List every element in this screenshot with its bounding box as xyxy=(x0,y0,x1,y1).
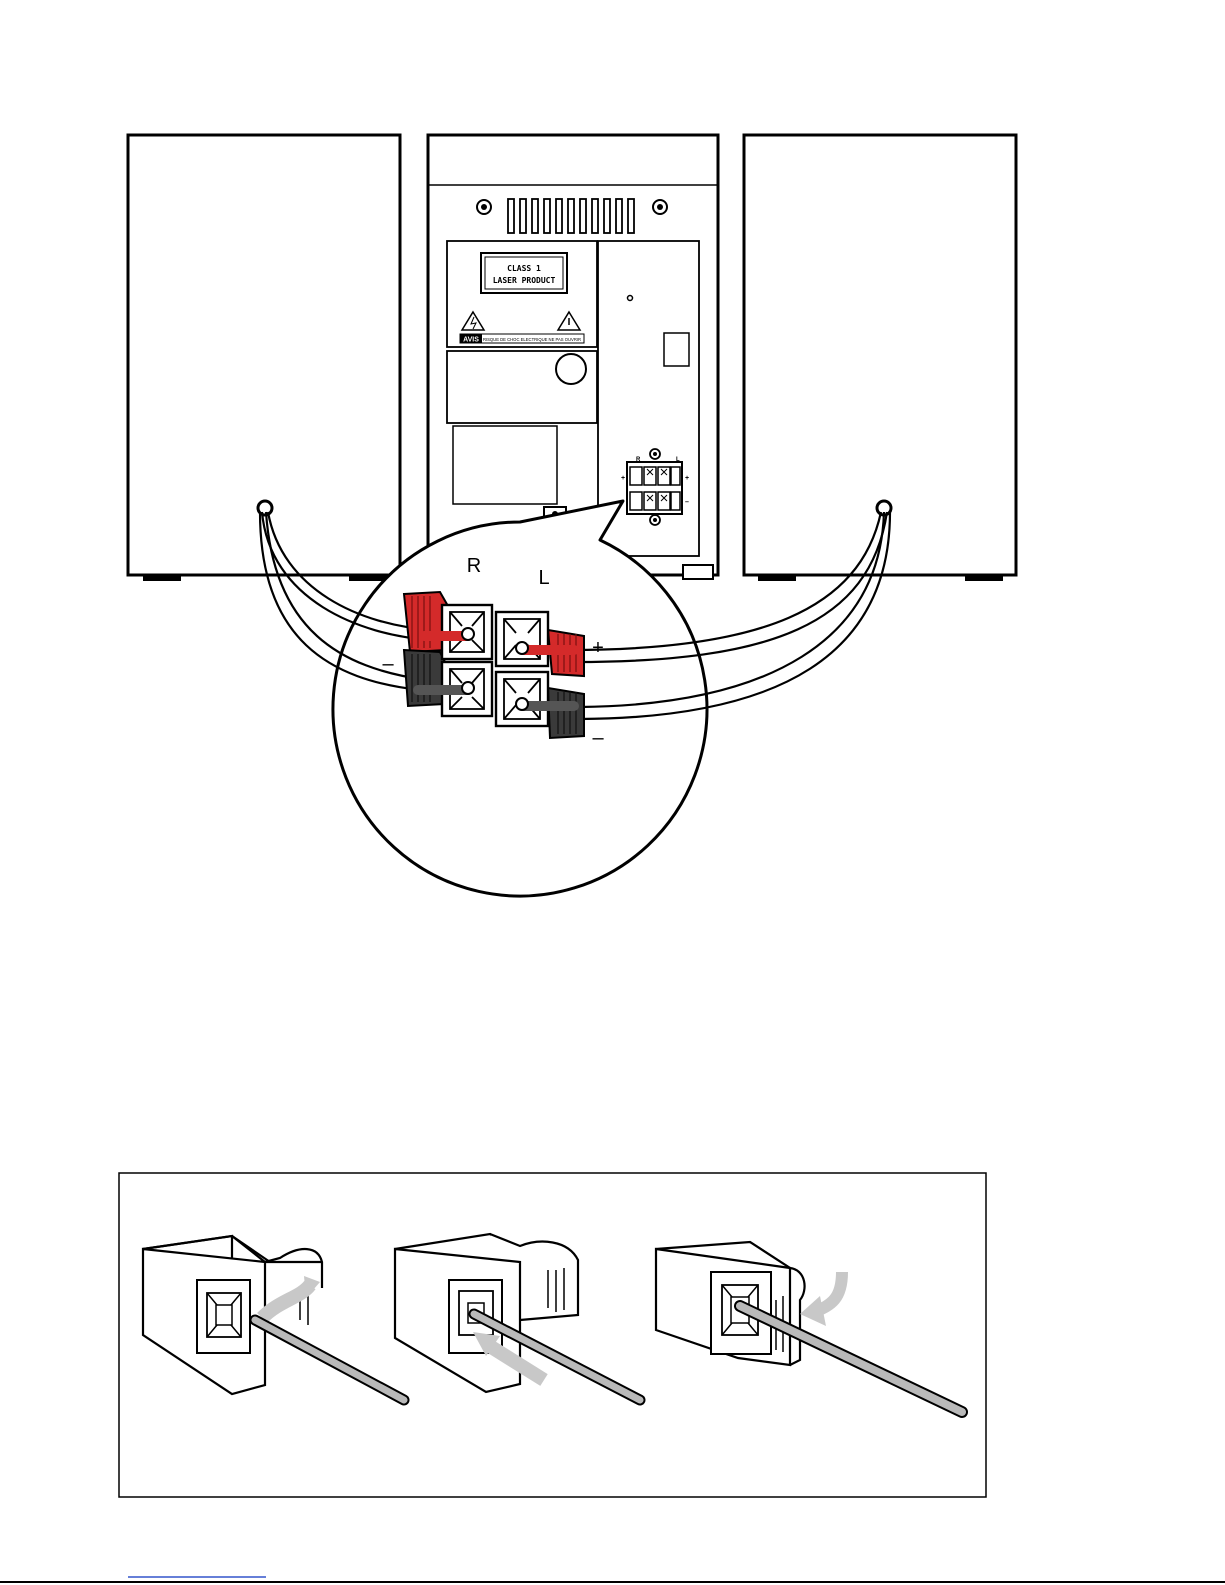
label-left-channel: L xyxy=(538,567,549,589)
label-negative-right: – xyxy=(592,727,604,749)
label-positive: + xyxy=(592,637,604,659)
label-right-channel: R xyxy=(467,555,481,577)
mini-label-plus-left: + xyxy=(621,475,625,482)
laser-label-line2: LASER PRODUCT xyxy=(493,276,556,285)
left-speaker xyxy=(128,135,400,581)
avis-label: AVIS xyxy=(463,337,479,344)
left-negative-clip xyxy=(548,688,584,738)
mini-label-plus-right: + xyxy=(685,475,689,482)
laser-label-line1: CLASS 1 xyxy=(507,264,541,273)
wire-insertion-steps xyxy=(119,1173,986,1497)
mini-label-minus-right: – xyxy=(685,499,689,506)
mini-label-r: R xyxy=(636,457,641,463)
label-negative-left: – xyxy=(382,653,394,675)
right-negative-clip xyxy=(404,650,446,706)
avis-warning-text: RISQUE DE CHOC ELECTRIQUE NE PAS OUVRIR xyxy=(483,337,581,342)
mini-label-l: L xyxy=(676,457,680,463)
